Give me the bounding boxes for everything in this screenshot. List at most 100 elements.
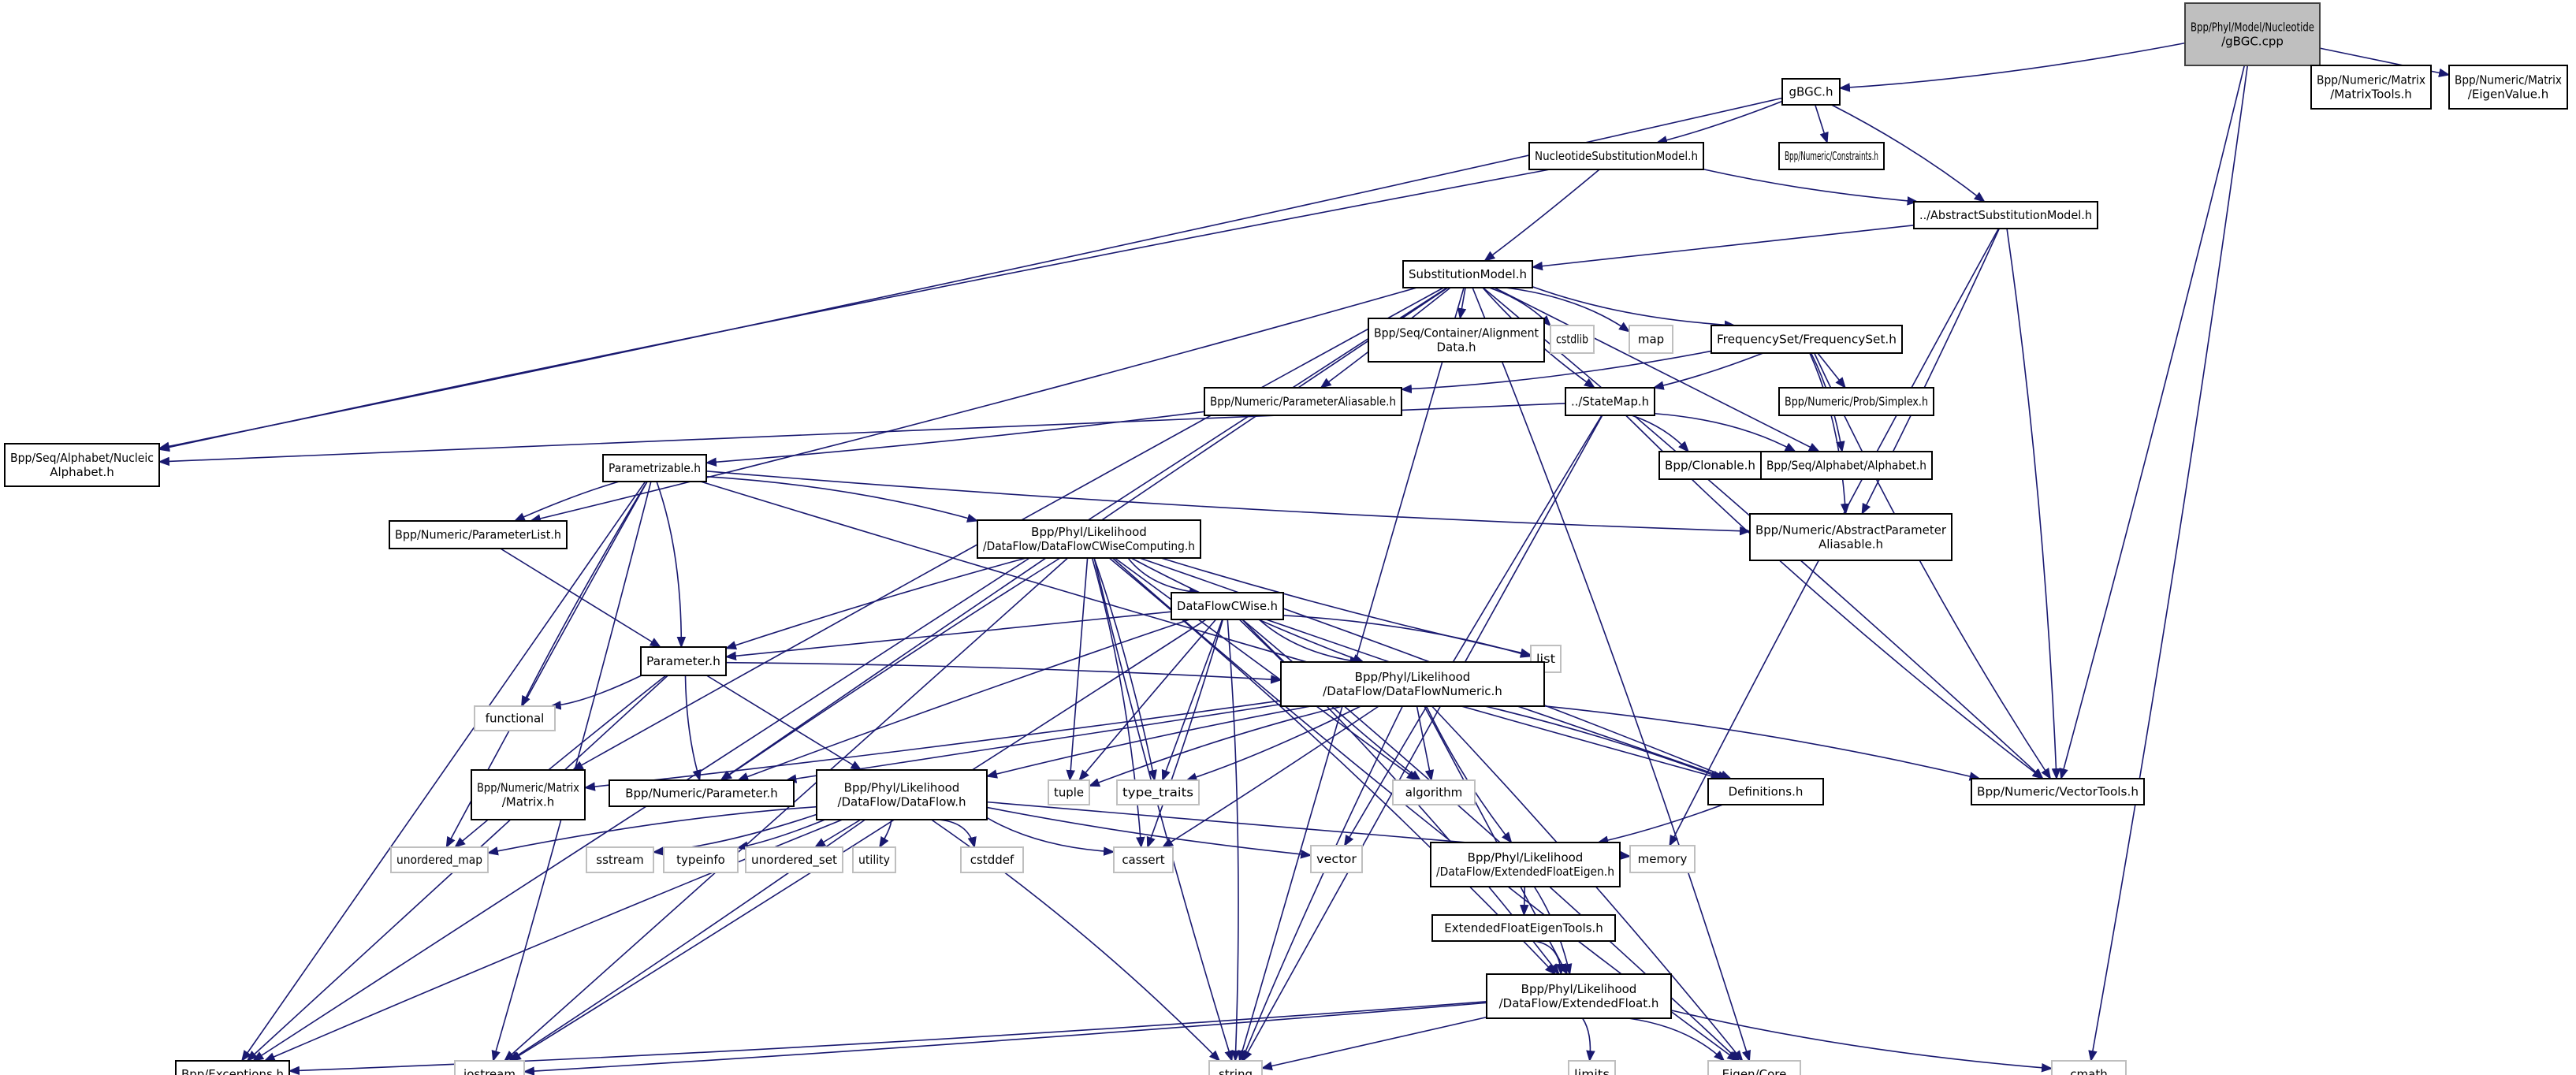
node-functional[interactable]: functional: [474, 705, 556, 731]
node-exceptions[interactable]: Bpp/Exceptions.h: [175, 1060, 290, 1075]
node-unordered_set[interactable]: unordered_set: [745, 846, 843, 873]
node-cmath[interactable]: cmath: [2051, 1060, 2127, 1075]
node-nsm[interactable]: NucleotideSubstitutionModel.h: [1528, 142, 1704, 170]
node-label: Bpp/Numeric/Parameter.h: [625, 787, 778, 801]
node-label: Bpp/Phyl/Likelihood: [844, 781, 960, 795]
node-efeigentools[interactable]: ExtendedFloatEigenTools.h: [1431, 914, 1616, 942]
node-eigenvalue[interactable]: Bpp/Numeric/Matrix/EigenValue.h: [2448, 65, 2568, 110]
node-label: Bpp/Seq/Alphabet/Nucleic: [10, 451, 154, 465]
node-efeigen[interactable]: Bpp/Phyl/Likelihood/DataFlow/ExtendedFlo…: [1430, 842, 1621, 887]
edge-extfloat-to-eigencore: [1628, 1017, 1725, 1062]
node-definitions[interactable]: Definitions.h: [1707, 778, 1824, 805]
node-label: Bpp/Phyl/Likelihood: [1355, 670, 1471, 684]
node-paramlist[interactable]: Bpp/Numeric/ParameterList.h: [389, 520, 568, 549]
node-limits[interactable]: limits: [1568, 1060, 1616, 1075]
node-iostream[interactable]: iostream: [454, 1060, 525, 1075]
node-box: [390, 846, 489, 873]
node-label: Definitions.h: [1729, 785, 1804, 799]
edge-dfnumeric-to-efeigen: [1425, 705, 1513, 844]
node-box: [663, 846, 739, 873]
node-label: typeinfo: [676, 853, 725, 867]
node-label: Parametrizable.h: [609, 461, 701, 475]
edge-nsm-to-sm: [1483, 169, 1600, 262]
edge-parametrizable-to-dfcwc: [705, 475, 979, 523]
edge-dataflow-to-unordered_set: [813, 819, 862, 848]
node-eigencore[interactable]: Eigen/Core: [1707, 1060, 1801, 1075]
node-vectortools[interactable]: Bpp/Numeric/VectorTools.h: [1971, 778, 2145, 805]
edge-parameterh-to-dataflow: [705, 675, 862, 771]
node-parameterh[interactable]: Parameter.h: [640, 646, 727, 676]
nodes-layer: Bpp/Phyl/Model/Nucleotide/gBGC.cpp gBGC.h…: [4, 2, 2568, 1075]
edge-root-to-vectortools: [2059, 65, 2246, 780]
node-parametrizable[interactable]: Parametrizable.h: [602, 454, 707, 482]
node-simplex[interactable]: Bpp/Numeric/Prob/Simplex.h: [1778, 387, 1934, 416]
node-box: [977, 519, 1201, 559]
node-label: iostream: [463, 1067, 516, 1075]
node-label: map: [1638, 333, 1664, 347]
node-algorithm[interactable]: algorithm: [1392, 779, 1476, 805]
node-box: [2448, 65, 2568, 110]
node-statemap[interactable]: ../StateMap.h: [1565, 387, 1655, 416]
node-box: [816, 769, 988, 820]
edge-dfnumeric-to-definitions: [1484, 705, 1725, 779]
node-gbgch[interactable]: gBGC.h: [1781, 78, 1841, 106]
node-label: FrequencySet/FrequencySet.h: [1717, 333, 1897, 347]
node-matrixtools[interactable]: Bpp/Numeric/Matrix/MatrixTools.h: [2310, 65, 2432, 110]
node-label: /DataFlow/DataFlow.h: [837, 795, 966, 809]
node-numparam[interactable]: Bpp/Numeric/Parameter.h: [609, 779, 795, 807]
edge-sm-to-cstdlib: [1489, 287, 1551, 327]
node-tuple[interactable]: tuple: [1048, 779, 1090, 805]
edge-parametrizable-to-iostream: [491, 481, 652, 1062]
edge-extfloat-to-iostream: [523, 1002, 1487, 1075]
node-sstream[interactable]: sstream: [586, 846, 654, 873]
node-constraints[interactable]: Bpp/Numeric/Constraints.h: [1778, 142, 1885, 170]
edge-dfcwise-to-list: [1282, 614, 1532, 658]
node-extfloat[interactable]: Bpp/Phyl/Likelihood/DataFlow/ExtendedFlo…: [1486, 973, 1672, 1019]
node-root[interactable]: Bpp/Phyl/Model/Nucleotide/gBGC.cpp: [2184, 2, 2321, 66]
node-box: [1392, 779, 1476, 805]
node-paramalias[interactable]: Bpp/Numeric/ParameterAliasable.h: [1204, 387, 1402, 416]
node-cstddef[interactable]: cstddef: [960, 846, 1024, 873]
edge-dfcwise-to-parameterh: [724, 611, 1172, 660]
node-asm[interactable]: ../AbstractSubstitutionModel.h: [1913, 201, 2098, 229]
node-label: Bpp/Phyl/Model/Nucleotide: [2191, 20, 2314, 35]
node-label: Bpp/Numeric/ParameterList.h: [395, 528, 561, 542]
node-dfcwise[interactable]: DataFlowCWise.h: [1171, 592, 1284, 620]
node-memory[interactable]: memory: [1629, 845, 1696, 873]
node-label: Bpp/Seq/Container/Alignment: [1374, 326, 1539, 340]
edge-extfloat-to-cmath: [1670, 1010, 2053, 1073]
node-dataflow[interactable]: Bpp/Phyl/Likelihood/DataFlow/DataFlow.h: [816, 769, 988, 820]
node-cstdlib[interactable]: cstdlib: [1550, 325, 1595, 354]
node-typeinfo[interactable]: typeinfo: [663, 846, 739, 873]
node-box: [2310, 65, 2432, 110]
node-sm[interactable]: SubstitutionModel.h: [1402, 260, 1533, 288]
node-matrix[interactable]: Bpp/Numeric/Matrix/Matrix.h: [471, 769, 586, 820]
node-box: [1486, 973, 1672, 1019]
node-box: [1781, 78, 1841, 106]
node-label: vector: [1316, 852, 1357, 866]
node-dfcwc[interactable]: Bpp/Phyl/Likelihood/DataFlow/DataFlowCWi…: [977, 519, 1201, 559]
node-vector[interactable]: vector: [1310, 845, 1363, 873]
node-unordered_map[interactable]: unordered_map: [390, 846, 489, 873]
node-map[interactable]: map: [1629, 325, 1673, 354]
node-label: cstdlib: [1556, 333, 1588, 347]
node-alphabet[interactable]: Bpp/Seq/Alphabet/Alphabet.h: [1760, 451, 1933, 480]
node-box: [471, 769, 586, 820]
edge-gbgch-to-constraints: [1814, 104, 1829, 144]
edge-root-to-cmath: [2088, 65, 2249, 1062]
node-type_traits[interactable]: type_traits: [1116, 779, 1200, 805]
edge-dfnumeric-to-type_traits: [1186, 705, 1361, 782]
node-box: [389, 520, 568, 549]
node-dfnumeric[interactable]: Bpp/Phyl/Likelihood/DataFlow/DataFlowNum…: [1280, 661, 1545, 707]
node-cassert[interactable]: cassert: [1113, 846, 1174, 873]
node-utility[interactable]: utility: [852, 846, 896, 873]
node-string[interactable]: string: [1208, 1060, 1263, 1075]
node-box: [1550, 325, 1595, 354]
node-label: /gBGC.cpp: [2221, 35, 2284, 49]
node-box: [1629, 845, 1696, 873]
node-freqset[interactable]: FrequencySet/FrequencySet.h: [1711, 325, 1903, 354]
node-clonable[interactable]: Bpp/Clonable.h: [1658, 451, 1762, 480]
